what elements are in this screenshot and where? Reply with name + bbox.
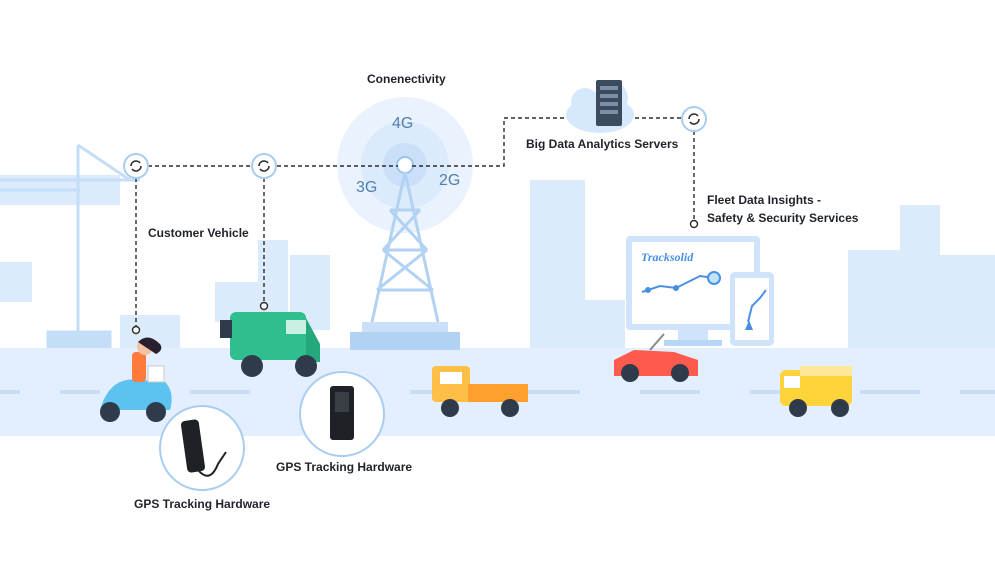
- servers-label: Big Data Analytics Servers: [526, 137, 679, 151]
- yellow-bus: [780, 366, 852, 417]
- connection-endpoints: [131, 219, 699, 335]
- sync-icon: [251, 153, 277, 179]
- crane: [0, 143, 140, 352]
- sync-icon: [123, 153, 149, 179]
- orange-truck: [432, 366, 528, 417]
- gps-device-icon: [299, 371, 385, 457]
- network-4g-label: 4G: [392, 115, 414, 132]
- gps-hardware-label-2: GPS Tracking Hardware: [276, 460, 413, 474]
- gps-device-icon: [159, 405, 245, 491]
- city-skyline: [0, 175, 995, 350]
- network-2g-label: 2G: [439, 172, 461, 189]
- phone-icon: [730, 272, 774, 346]
- green-van: [220, 312, 320, 377]
- fleet-insights-line2: Safety & Security Services: [707, 211, 859, 225]
- tracksolid-logo: Tracksolid: [641, 250, 694, 264]
- connection-lines: [135, 117, 695, 326]
- customer-vehicle-label: Customer Vehicle: [148, 226, 249, 240]
- sync-icon: [681, 106, 707, 132]
- gps-hardware-label-1: GPS Tracking Hardware: [134, 497, 271, 511]
- scooter-rider: [100, 337, 172, 422]
- tower-icon: [337, 97, 473, 350]
- monitor-icon: [626, 236, 760, 346]
- connectivity-label: Conenectivity: [367, 72, 446, 86]
- fleet-insights-line1: Fleet Data Insights -: [707, 193, 822, 207]
- cloud-server-icon: [566, 80, 634, 133]
- network-3g-label: 3G: [356, 179, 378, 196]
- red-car: [614, 333, 698, 382]
